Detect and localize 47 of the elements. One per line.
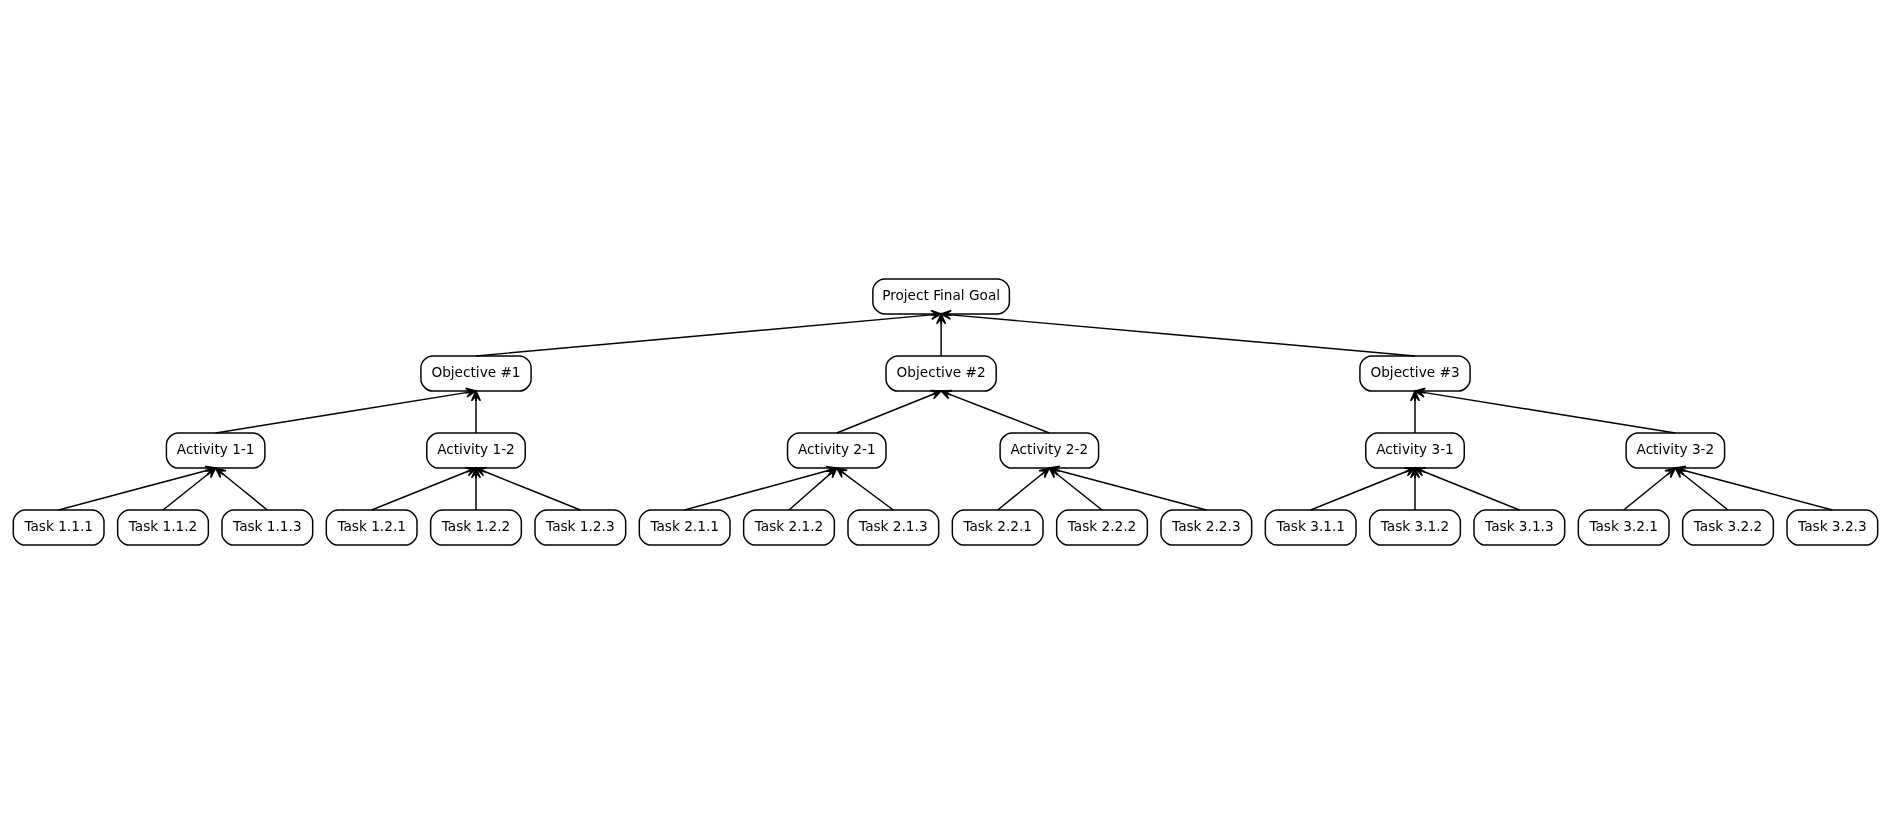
arrow [475,466,582,511]
arrow [1409,389,1421,434]
arrow [936,312,947,357]
node-box: Task 1.1.2 [116,508,210,546]
node-box: Activity 3-1 [1365,431,1465,469]
node-box: Task 3.2.3 [1786,508,1879,546]
arrow [996,466,1051,511]
arrow [1414,387,1677,434]
node-box: Task 1.1.1 [12,508,105,546]
node-box: Task 2.2.2 [1055,508,1149,546]
arrow [836,389,942,434]
arrow [1622,466,1677,511]
arrow [1309,466,1416,511]
node-box: Activity 1-1 [165,431,266,469]
node-box: Task 3.2.2 [1681,508,1775,546]
node-box: Activity 1-2 [426,431,526,469]
node-box: Task 2.1.3 [847,508,940,546]
node-box: Task 2.1.2 [742,508,836,546]
node-box: Activity 2-1 [786,431,887,469]
arrow [470,389,482,434]
arrow [214,387,477,434]
node-box: Task 1.1.3 [221,508,314,546]
arrow [475,309,942,357]
arrow [470,466,482,511]
node-box: Objective #1 [420,354,532,392]
node-box: Task 3.1.3 [1473,508,1566,546]
node-box: Task 2.2.3 [1160,508,1253,546]
node-box: Task 1.2.1 [325,508,418,546]
arrow [214,466,269,511]
arrow [836,466,895,511]
node-box: Task 3.1.2 [1368,508,1462,546]
node-box: Task 2.1.1 [638,508,731,546]
node-box: Task 3.2.1 [1577,508,1670,546]
node-box: Task 1.2.2 [429,508,523,546]
node-box: Task 3.1.1 [1264,508,1357,546]
node-box: Activity 3-2 [1625,431,1726,469]
node-box: Objective #2 [885,354,997,392]
arrow [940,389,1051,434]
arrow [370,466,477,511]
node-box: Project Final Goal [872,277,1011,315]
node-box: Objective #3 [1359,354,1471,392]
arrow [940,309,1416,357]
node-box: Activity 2-2 [999,431,1100,469]
node-box: Task 1.2.3 [534,508,627,546]
node-box: Task 2.2.1 [951,508,1044,546]
arrow [1409,466,1421,511]
arrow [1414,466,1521,511]
